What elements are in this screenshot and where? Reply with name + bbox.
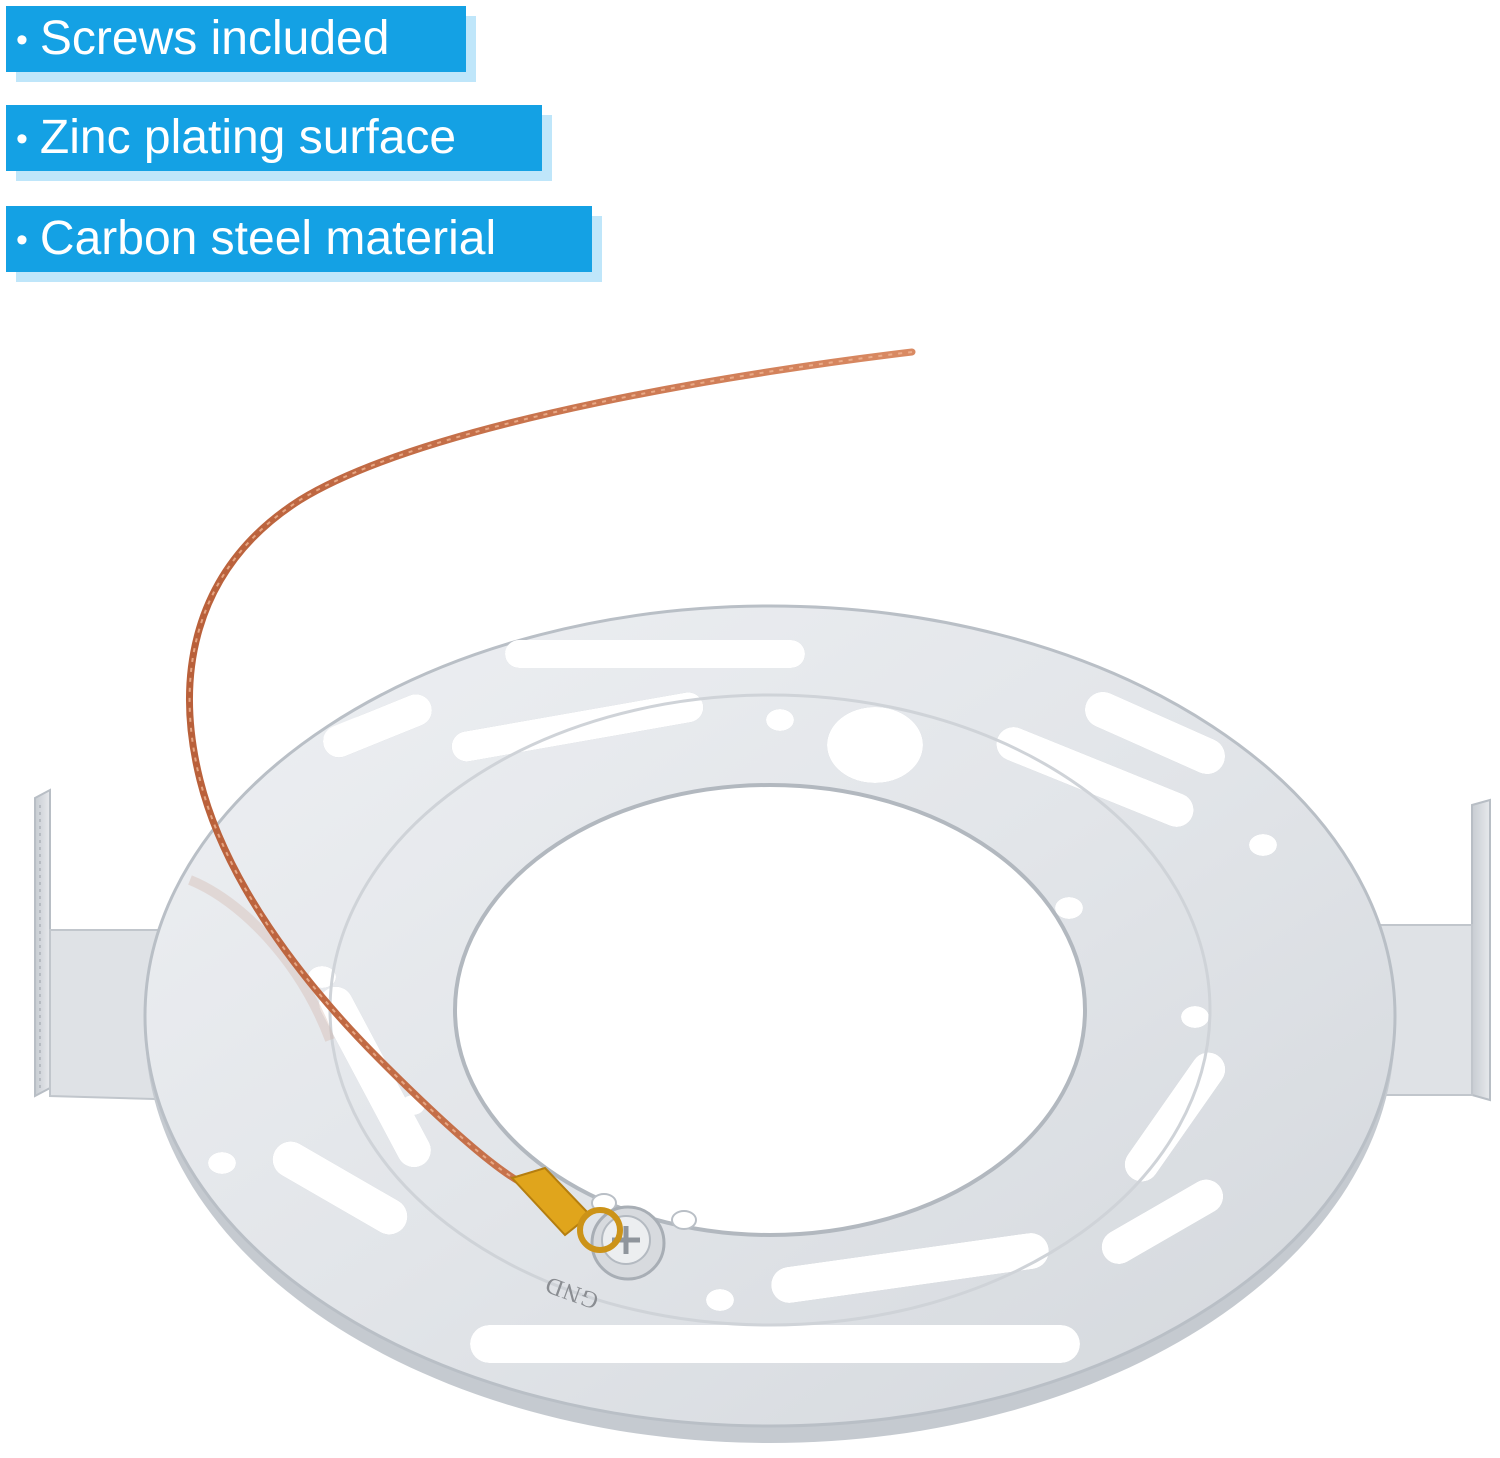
surface-smudge <box>188 875 335 1042</box>
bullet-icon: • <box>16 120 28 158</box>
feature-text: Zinc plating surface <box>39 111 457 164</box>
ground-screw <box>590 1193 697 1281</box>
badge-face <box>6 206 592 272</box>
copper-ground-wire <box>186 348 916 1186</box>
badge-face <box>6 105 542 171</box>
badge-face <box>6 6 466 72</box>
round-crossbar-plate <box>143 604 1397 1443</box>
feature-badge-screws: • Screws included <box>6 6 476 82</box>
feature-badge-carbon-steel: • Carbon steel material <box>6 206 602 282</box>
feature-badge-zinc: • Zinc plating surface <box>6 105 552 181</box>
feature-text: Carbon steel material <box>39 212 497 265</box>
bullet-icon: • <box>16 221 28 259</box>
brass-crimp-terminal <box>510 1166 623 1253</box>
feature-text: Screws included <box>39 12 390 65</box>
bullet-icon: • <box>16 21 28 59</box>
